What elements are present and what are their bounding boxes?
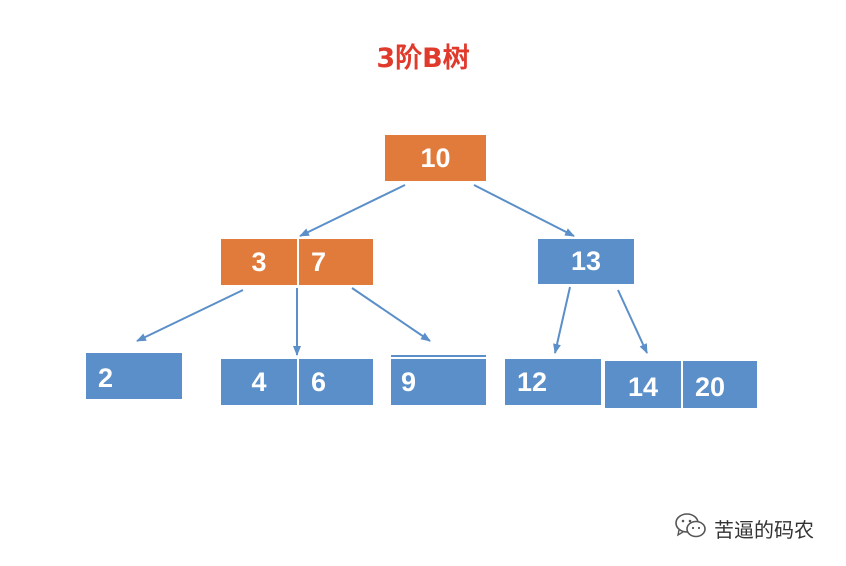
leaf-node-4-6: 4 6 [221,359,373,405]
edge-root-to-13 [473,184,575,237]
internal-node-13: 13 [538,239,634,284]
node-key: 12 [505,359,601,405]
watermark: 苦逼的码农 [674,512,814,545]
edge-3-7-to-9 [351,287,431,342]
leaf-node-12: 12 [505,359,601,405]
node-key: 14 [605,361,681,408]
node-key: 9 [391,359,486,405]
node-key: 3 [221,239,297,285]
node-key: 2 [86,353,182,399]
diagram-title: 3阶B树 [376,43,470,74]
leaf-node-14-20: 14 20 [605,361,757,408]
edge-root-to-3-7 [299,184,406,237]
leaf-node-9: 9 [391,359,486,405]
wechat-icon [674,512,708,545]
node-key: 10 [385,135,486,181]
root-node: 10 [385,135,486,181]
node-key: 4 [221,359,297,405]
leaf-node-2: 2 [86,353,182,399]
node-key: 20 [681,361,757,408]
edge-13-to-14-20 [617,289,648,354]
node-key: 13 [538,239,634,284]
edge-3-7-to-2 [136,289,244,342]
watermark-text: 苦逼的码农 [714,518,814,542]
node-key: 7 [297,239,373,285]
edge-13-to-12 [553,286,571,354]
node-key: 6 [297,359,373,405]
internal-node-3-7: 3 7 [221,239,373,285]
